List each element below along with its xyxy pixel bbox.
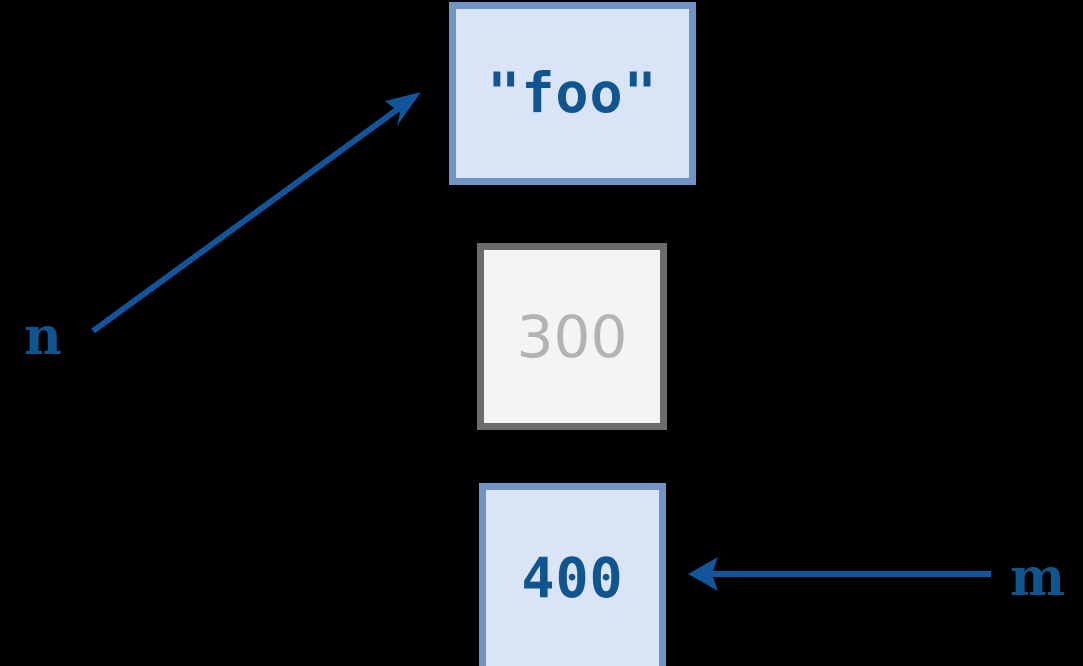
arrow-n-to-foo bbox=[91, 92, 421, 334]
variable-label-n[interactable]: n bbox=[24, 306, 62, 367]
arrow-m-to-400 bbox=[688, 557, 991, 591]
memory-cell-300[interactable]: 300 bbox=[477, 243, 667, 430]
memory-cell-foo-value: "foo" bbox=[487, 61, 658, 125]
memory-cell-300-value: 300 bbox=[516, 302, 628, 371]
variable-label-m[interactable]: m bbox=[1010, 547, 1066, 608]
memory-cell-foo[interactable]: "foo" bbox=[449, 2, 696, 185]
memory-cell-400-value: 400 bbox=[521, 545, 624, 610]
memory-cell-400[interactable]: 400 bbox=[479, 483, 666, 666]
